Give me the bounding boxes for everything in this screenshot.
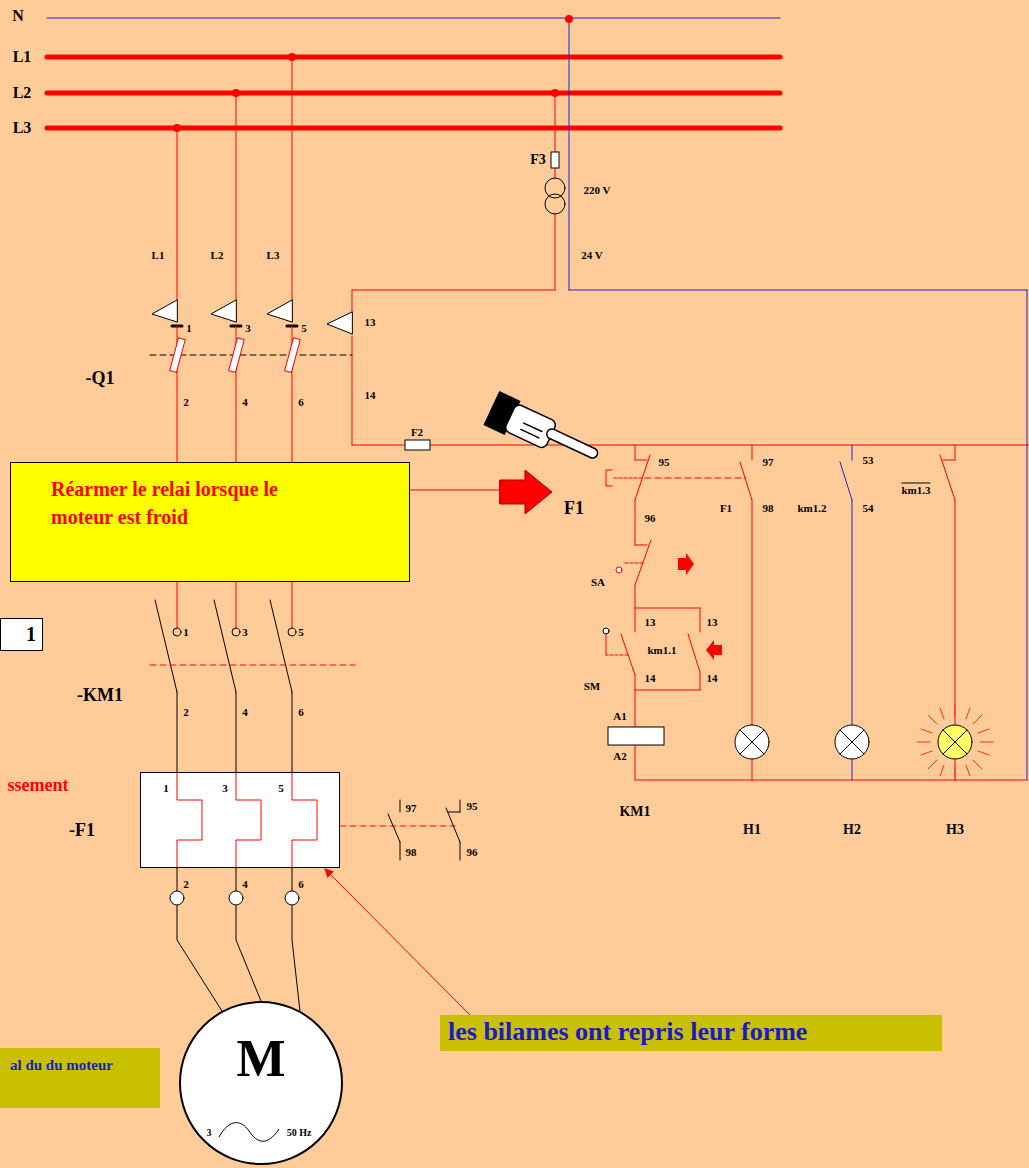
terminal-label: ssement xyxy=(8,776,69,794)
node-title: les bilames ont repris leur forme xyxy=(440,1015,942,1049)
terminal-label: SA xyxy=(591,577,605,588)
terminal-label: 98 xyxy=(763,503,774,514)
terminal-label: 95 xyxy=(659,457,670,468)
terminal-label: -Q1 xyxy=(86,369,115,387)
terminal-label: L3 xyxy=(267,250,280,261)
node-text: 50 Hz xyxy=(287,1128,312,1138)
node-title: M xyxy=(236,1033,285,1085)
terminal-label: 1 xyxy=(163,783,169,794)
terminal-label: A2 xyxy=(613,751,626,762)
terminal-label: 5 xyxy=(278,783,284,794)
terminal-label: H3 xyxy=(946,823,964,837)
terminal-label: km1.1 xyxy=(647,645,676,656)
terminal-label: 54 xyxy=(863,503,874,514)
terminal-label: 6 xyxy=(298,397,304,408)
terminal-label: H1 xyxy=(743,823,761,837)
terminal-label: 14 xyxy=(645,673,656,684)
overload-relay: -F1 xyxy=(140,772,340,868)
terminal-label: 1 xyxy=(186,323,192,334)
terminal-label: 2 xyxy=(183,707,189,718)
node-title: al du du moteur xyxy=(0,1048,160,1082)
terminal-label: A1 xyxy=(613,711,626,722)
node-title: Réarmer le relai lorsque le moteur est f… xyxy=(11,463,351,543)
terminal-label: 13 xyxy=(365,317,376,328)
terminal-label: -KM1 xyxy=(77,686,123,704)
terminal-label: 24 V xyxy=(581,250,603,261)
terminal-label: 13 xyxy=(645,617,656,628)
motor-wire xyxy=(236,868,261,1001)
node-text: 3 xyxy=(207,1128,212,1138)
note-band: les bilames ont repris leur forme xyxy=(440,1015,942,1051)
terminal-label: 5 xyxy=(298,627,304,638)
node-title: 1 xyxy=(1,619,42,649)
terminal-label: 95 xyxy=(467,801,478,812)
terminal-label: 96 xyxy=(645,513,656,524)
terminal-label: 14 xyxy=(365,390,376,401)
terminal-label: L3 xyxy=(13,120,32,136)
terminal-label: 3 xyxy=(245,323,251,334)
terminal-label: 4 xyxy=(242,397,248,408)
terminal-label: 220 V xyxy=(584,185,611,196)
terminal-label: 4 xyxy=(242,879,248,890)
terminal-label: L2 xyxy=(13,85,32,101)
terminal-label: 4 xyxy=(242,707,248,718)
terminal-label: 2 xyxy=(183,879,189,890)
terminal-label: F1 xyxy=(720,503,732,514)
terminal-label: 97 xyxy=(763,457,774,468)
terminal-label: F2 xyxy=(411,427,423,438)
terminal-label: N xyxy=(12,8,24,24)
terminal-label: 13 xyxy=(707,617,718,628)
terminal-label: F3 xyxy=(530,153,546,167)
terminal-label: L2 xyxy=(211,250,224,261)
terminal-label: 6 xyxy=(298,879,304,890)
terminal-label: 3 xyxy=(242,627,248,638)
note-band: al du du moteur xyxy=(0,1048,160,1108)
terminal-label: 3 xyxy=(222,783,228,794)
terminal-label: 97 xyxy=(406,803,417,814)
terminal-label: 53 xyxy=(863,455,874,466)
motor-circle: M 3 50 Hz xyxy=(179,1001,343,1165)
terminal-label: km1.2 xyxy=(797,503,826,514)
terminal-label: SM xyxy=(584,681,601,692)
terminal-label: L1 xyxy=(13,49,32,65)
terminal-label: km1.3 xyxy=(901,485,930,496)
node-title: -F1 xyxy=(69,821,95,839)
terminal-label: 6 xyxy=(298,707,304,718)
terminal-label: H2 xyxy=(843,823,861,837)
terminal-label: 98 xyxy=(406,847,417,858)
terminal-label: 96 xyxy=(467,847,478,858)
terminal-label: 1 xyxy=(183,627,189,638)
callout-box: Réarmer le relai lorsque le moteur est f… xyxy=(10,462,410,582)
terminal-label: 2 xyxy=(183,397,189,408)
terminal-label: F1 xyxy=(564,499,584,517)
terminal-label: 14 xyxy=(707,673,718,684)
terminal-label: L1 xyxy=(152,250,165,261)
tag-box: 1 xyxy=(0,618,43,651)
terminal-label: 5 xyxy=(301,323,307,334)
leader-arrow xyxy=(325,869,470,1015)
terminal-label: KM1 xyxy=(619,805,650,819)
